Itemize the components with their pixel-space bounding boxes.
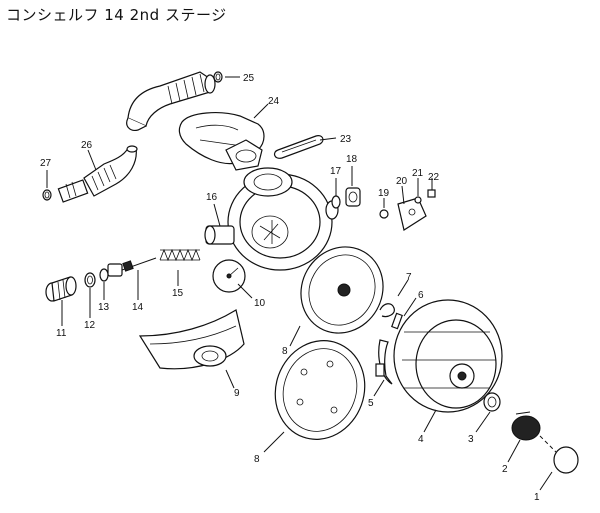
part-9-lower-housing (138, 309, 245, 370)
page-title: コンシェルフ 14 2nd ステージ (6, 6, 227, 24)
part-4-cover (393, 299, 503, 413)
part-2-plate (511, 411, 557, 453)
label-25: 25 (243, 73, 255, 84)
label-5: 5 (368, 398, 374, 409)
part-13-o-ring (99, 268, 109, 282)
hose-fitting (57, 179, 89, 203)
label-7: 7 (406, 272, 412, 283)
label-20: 20 (396, 176, 408, 187)
label-12: 12 (84, 320, 96, 331)
part-3-purge-button (483, 392, 501, 412)
upper-hose (126, 71, 216, 131)
label-6: 6 (418, 290, 424, 301)
label-22: 22 (428, 172, 440, 183)
part-numbers: 25 24 23 26 27 16 17 18 19 20 21 22 15 1… (40, 73, 540, 503)
part-22-nut (427, 189, 436, 198)
label-8-upper: 8 (282, 346, 288, 357)
part-10-diaphragm (212, 259, 246, 293)
label-13: 13 (98, 302, 110, 313)
part-26-hose (83, 145, 138, 197)
part-1-cap (553, 446, 579, 474)
label-16: 16 (206, 192, 218, 203)
part-17-washer (331, 195, 341, 209)
label-10: 10 (254, 298, 266, 309)
label-23: 23 (340, 134, 352, 145)
part-15-spring (159, 248, 201, 262)
part-7-clip (379, 303, 395, 318)
label-4: 4 (418, 434, 424, 445)
label-17: 17 (330, 166, 342, 177)
part-8-diaphragm-upper (300, 246, 384, 334)
part-24-mouthpiece (178, 112, 265, 171)
label-8-lower: 8 (254, 454, 260, 465)
part-14-valve-stem (107, 257, 157, 277)
label-26: 26 (81, 140, 93, 151)
label-14: 14 (132, 302, 144, 313)
part-18-nut (345, 187, 361, 207)
label-24: 24 (268, 96, 280, 107)
label-19: 19 (378, 188, 390, 199)
part-5-clamp-ring (375, 339, 393, 385)
label-18: 18 (346, 154, 358, 165)
label-15: 15 (172, 288, 184, 299)
part-8-diaphragm-lower (274, 340, 366, 440)
label-9: 9 (234, 388, 240, 399)
label-27: 27 (40, 158, 52, 169)
label-21: 21 (412, 168, 424, 179)
part-12-o-ring (84, 272, 96, 288)
part-11-inlet-fitting (45, 276, 77, 302)
label-3: 3 (468, 434, 474, 445)
part-20-lever (397, 197, 427, 231)
part-21-screw (414, 196, 422, 204)
part-27-o-ring (42, 189, 52, 201)
part-23-mouthpiece-clip (273, 135, 324, 159)
part-19-washer (379, 209, 389, 219)
label-1: 1 (534, 492, 540, 503)
label-2: 2 (502, 464, 508, 475)
part-25-o-ring (213, 71, 223, 83)
leader-lines (46, 76, 553, 491)
part-6-screw (391, 312, 403, 330)
label-11: 11 (56, 328, 67, 339)
part-16-housing (204, 167, 339, 271)
